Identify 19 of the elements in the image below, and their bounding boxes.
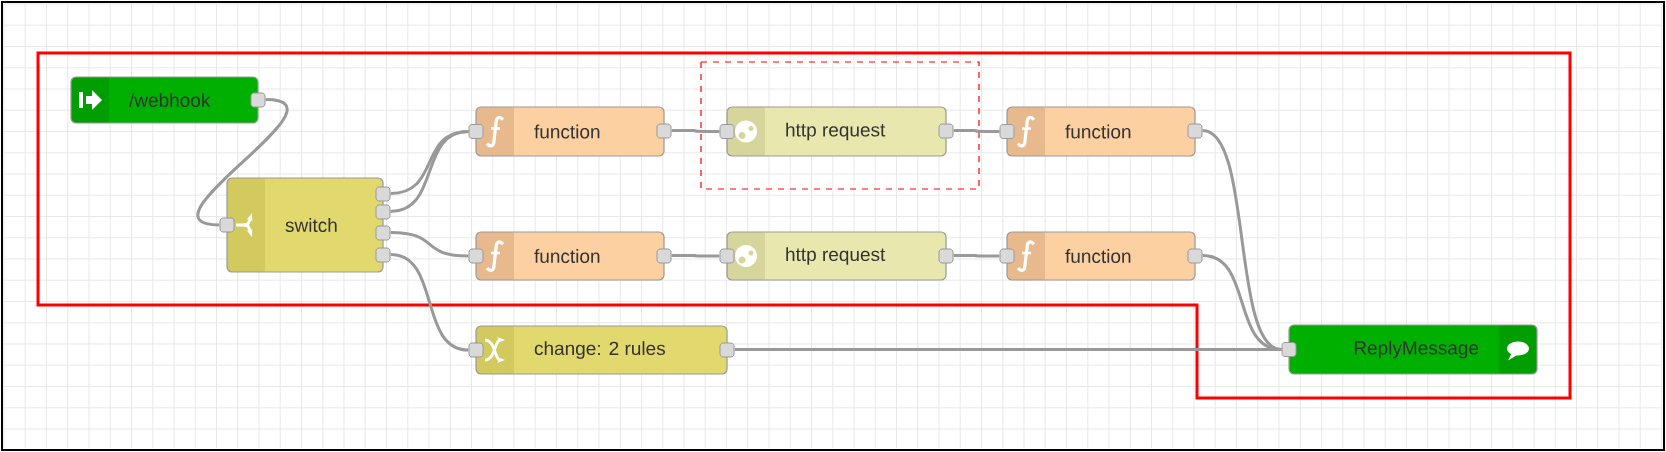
flow-node: function xyxy=(468,231,672,281)
flow-node: /webhook xyxy=(70,76,266,124)
connector-wire xyxy=(953,128,1000,133)
connector-wire xyxy=(196,97,289,227)
flow-node: function xyxy=(999,106,1203,157)
flow-node: function xyxy=(999,231,1203,281)
connector-wire xyxy=(390,230,469,258)
flow-node: http request xyxy=(719,231,954,281)
connector-wire xyxy=(671,253,720,258)
flow-node: http request xyxy=(719,106,954,157)
flow-node: ReplyMessage xyxy=(1281,324,1538,375)
connector-wire xyxy=(671,128,720,133)
flow-node: switch xyxy=(219,177,391,273)
connector-wire xyxy=(734,347,1282,351)
connector-wire xyxy=(390,130,469,213)
connector-wire xyxy=(953,253,1000,258)
flow-node: change: 2 rules xyxy=(468,325,735,375)
connector-wire xyxy=(390,252,469,352)
flow-node: function xyxy=(468,106,672,157)
